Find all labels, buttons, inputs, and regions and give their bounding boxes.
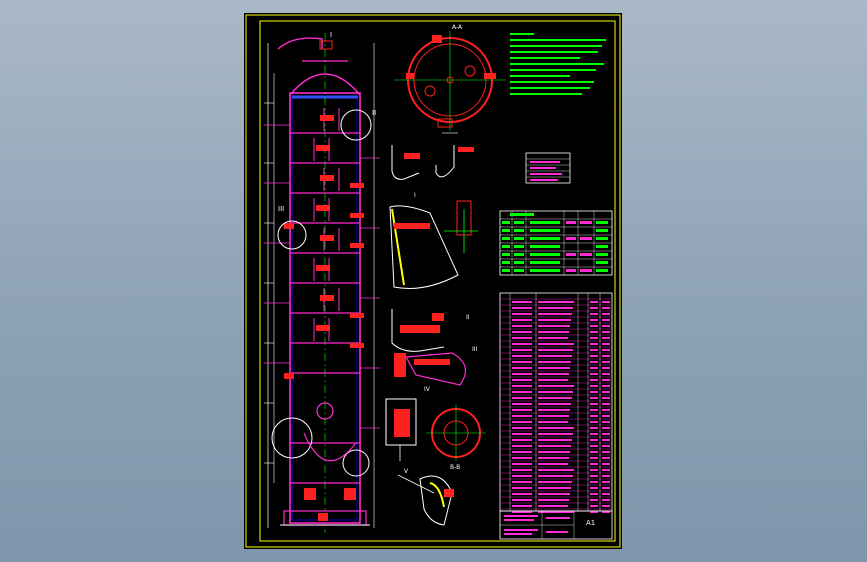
- section-a-a-view: A-A: [394, 24, 506, 134]
- section-a-a-label: A-A: [452, 24, 463, 31]
- small-table: [525, 152, 571, 184]
- svg-text:II: II: [372, 109, 376, 117]
- detail-iii-label: III: [472, 346, 478, 353]
- parts-list: [499, 292, 613, 513]
- cad-drawing: I II III A-A: [245, 14, 621, 548]
- svg-text:III: III: [278, 205, 284, 213]
- title-block: A1: [499, 510, 613, 540]
- nozzle-table: [499, 210, 613, 276]
- drawing-sheet[interactable]: I II III A-A: [244, 13, 622, 549]
- outer-frame: [245, 14, 621, 548]
- svg-text:I: I: [330, 31, 332, 39]
- detail-v-label: V: [404, 468, 409, 475]
- detail-ii-label: II: [466, 314, 470, 321]
- inner-frame: [259, 20, 616, 542]
- column-elevation: I II III: [264, 31, 380, 533]
- sheet-size-label: A1: [586, 519, 595, 527]
- section-b-b-label: B-B: [450, 464, 460, 471]
- detail-views: I II III IV B-B V: [385, 145, 486, 526]
- technical-notes: [510, 33, 606, 95]
- detail-iv-label: IV: [424, 386, 431, 393]
- detail-i-label: I: [414, 192, 416, 199]
